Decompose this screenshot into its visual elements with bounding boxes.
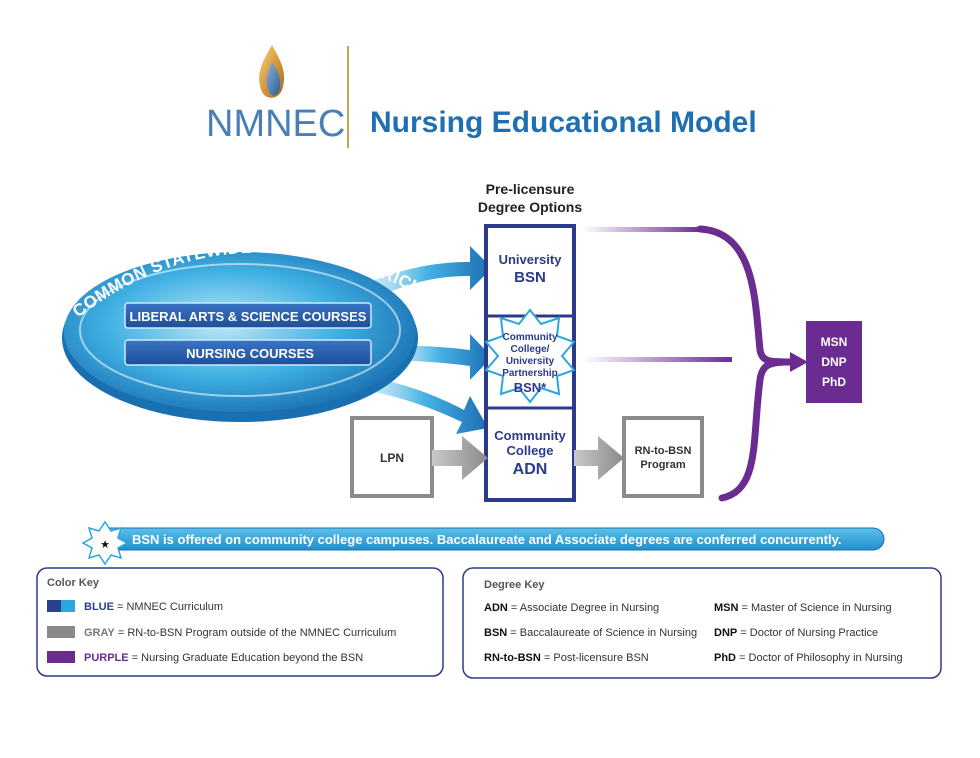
liberal-arts-bar [124, 302, 372, 329]
curriculum-disc: COMMON STATEWIDE NURSING CURRICULUM LIBE… [0, 0, 426, 422]
degree-bsn: BSN = Baccalaureate of Science in Nursin… [484, 627, 697, 639]
svg-text:Community: Community [503, 332, 558, 343]
rn-to-bsn-line1: RN-to-BSN [635, 445, 692, 457]
color-key-blue: BLUE = NMNEC Curriculum [84, 601, 223, 613]
svg-text:★: ★ [100, 538, 110, 551]
nmnec-logo: NMNEC [206, 45, 345, 145]
graduate-msn: MSN [821, 335, 848, 349]
color-key-title: Color Key [47, 577, 100, 589]
gray-swatch [47, 626, 75, 638]
svg-text:Partnership: Partnership [502, 368, 558, 379]
lpn-arrow [432, 436, 488, 480]
community-college-adn-box: Community College ADN [494, 428, 566, 478]
footnote-text: BSN is offered on community college camp… [132, 532, 841, 547]
university-bsn-box: University BSN [499, 252, 563, 286]
graduate-box [806, 321, 862, 403]
flame-icon [259, 45, 285, 98]
page-title: Nursing Educational Model [370, 106, 757, 139]
svg-text:ADN: ADN [513, 461, 548, 478]
rn-to-bsn-box [622, 416, 704, 498]
svg-text:College: College [507, 443, 554, 458]
graduate-phd: PhD [822, 375, 846, 389]
svg-text:BSN: BSN [514, 269, 546, 286]
options-heading-2: Degree Options [478, 199, 582, 215]
nursing-courses-label: NURSING COURSES [186, 346, 314, 361]
color-key-gray: GRAY = RN-to-BSN Program outside of the … [84, 627, 396, 639]
nursing-courses-bar [124, 339, 372, 366]
footnote-banner: ★ BSN is offered on community college ca… [81, 520, 885, 566]
lpn-label: LPN [380, 451, 404, 465]
graduate-connectors [582, 225, 808, 502]
degree-dnp: DNP = Doctor of Nursing Practice [714, 627, 878, 639]
svg-text:Community: Community [494, 428, 566, 443]
liberal-arts-label: LIBERAL ARTS & SCIENCE COURSES [130, 309, 367, 324]
rn-arrow [574, 436, 624, 480]
svg-text:University: University [499, 252, 563, 267]
color-key-panel: Color Key BLUE = NMNEC Curriculum GRAY =… [36, 567, 444, 677]
options-heading-1: Pre-licensure [486, 181, 575, 197]
logo-wordmark: NMNEC [206, 103, 345, 145]
svg-text:College/: College/ [511, 344, 550, 355]
svg-text:BSN*: BSN* [514, 380, 547, 395]
svg-text:University: University [506, 356, 555, 367]
graduate-dnp: DNP [821, 355, 846, 369]
blue-swatch [47, 600, 61, 612]
degree-phd: PhD = Doctor of Philosophy in Nursing [714, 652, 903, 664]
color-key-purple: PURPLE = Nursing Graduate Education beyo… [84, 652, 363, 664]
degree-adn: ADN = Associate Degree in Nursing [484, 602, 659, 614]
degree-rn-to-bsn: RN-to-BSN = Post-licensure BSN [484, 652, 649, 664]
degree-msn: MSN = Master of Science in Nursing [714, 602, 892, 614]
rn-to-bsn-line2: Program [640, 459, 685, 471]
degree-key-panel: Degree Key ADN = Associate Degree in Nur… [462, 567, 942, 679]
star-icon [81, 520, 129, 566]
purple-swatch [47, 651, 75, 663]
degree-key-title: Degree Key [484, 579, 545, 591]
partnership-starburst: Community College/ University Partnershi… [484, 308, 576, 404]
